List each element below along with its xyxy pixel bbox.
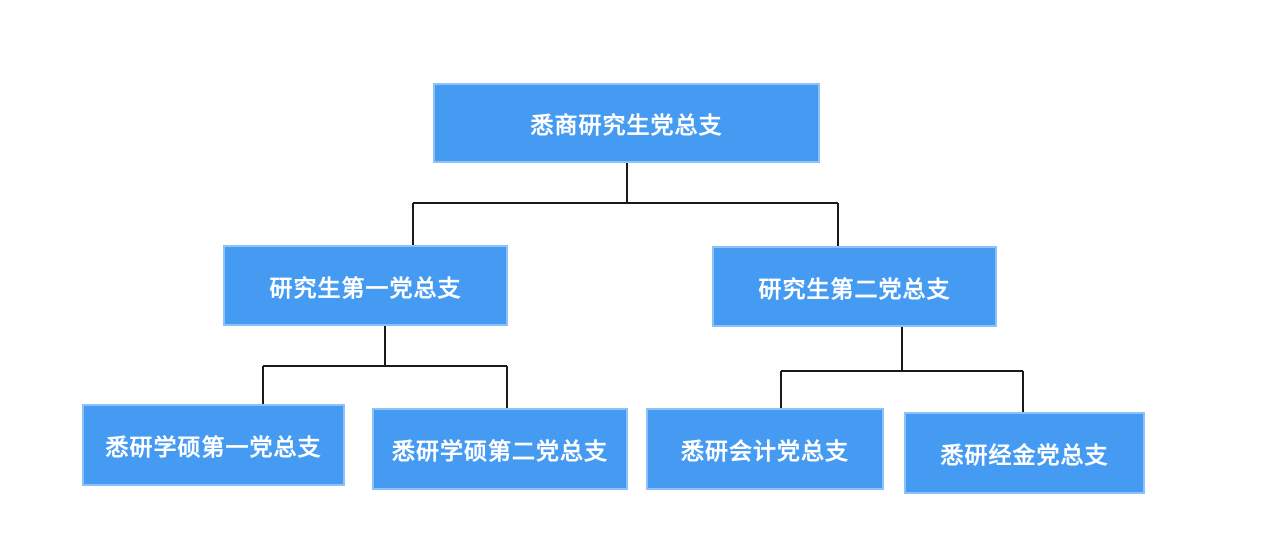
org-node-level3-jingjin: 悉研经金党总支 [904,412,1145,494]
connector-n2-to-children [780,327,1024,412]
connector-n1-to-children [262,326,508,408]
org-node-level3-xueshuo-second: 悉研学硕第二党总支 [372,408,628,490]
connector-root-to-level2 [412,163,839,246]
org-node-level2-first: 研究生第一党总支 [223,245,508,326]
org-node-level3-kuaiji: 悉研会计党总支 [646,408,884,490]
org-node-level2-second: 研究生第二党总支 [712,246,997,327]
org-node-level3-xueshuo-first: 悉研学硕第一党总支 [82,404,345,486]
org-node-root: 悉商研究生党总支 [433,83,820,163]
